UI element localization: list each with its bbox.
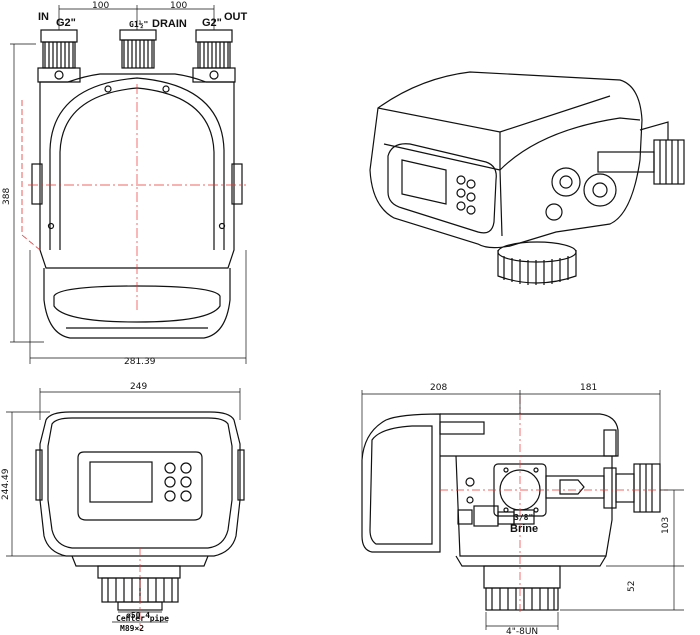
- drain-fitting: [119, 29, 157, 69]
- outlet-fitting: [192, 29, 236, 83]
- front-height-dim: [6, 411, 70, 557]
- label-side-thread: 4"-8UN: [506, 627, 538, 635]
- top-spacing-dims: [58, 5, 215, 22]
- label-drain-size: G1½": [129, 19, 148, 29]
- iso-display-bezel: [387, 143, 497, 234]
- side-threaded-base: [485, 587, 559, 611]
- dim-100-left: 100: [92, 1, 109, 11]
- isometric-view: [369, 71, 685, 285]
- iso-body-outline: [369, 71, 643, 249]
- dim-244: 244.49: [1, 468, 11, 500]
- label-front-thread: M89×2: [120, 624, 144, 633]
- dim-103: 103: [661, 517, 671, 534]
- label-in-size: G2": [56, 17, 76, 29]
- dim-208: 208: [430, 383, 447, 393]
- valve-body-outline: [39, 73, 235, 269]
- width-dim-281: [29, 250, 247, 364]
- top-view: [10, 5, 247, 364]
- label-out: OUT: [224, 11, 248, 23]
- side-view: [361, 390, 684, 630]
- dim-181: 181: [580, 383, 597, 393]
- front-view: [6, 388, 245, 630]
- iso-threaded-base: [497, 241, 577, 285]
- front-display-bezel: [77, 451, 203, 521]
- side-height-dims: [560, 489, 684, 611]
- iso-piping: [545, 121, 685, 221]
- front-width-dim: [39, 388, 241, 420]
- label-brine-size: 3/8": [514, 513, 533, 522]
- dim-100-right: 100: [170, 1, 187, 11]
- dim-388: 388: [2, 188, 12, 205]
- side-outlet-thread: [633, 463, 661, 513]
- side-width-dims: [361, 390, 661, 470]
- front-body-outline: [39, 411, 241, 557]
- side-top-cover: [440, 413, 619, 457]
- height-dim-388: [10, 43, 44, 343]
- iso-display-screen: [401, 159, 447, 205]
- side-housing: [361, 413, 441, 553]
- center-pipe-callout: [112, 611, 168, 623]
- dim-249: 249: [130, 382, 147, 392]
- label-drain: DRAIN: [152, 18, 187, 30]
- dim-52: 52: [627, 581, 637, 592]
- top-cover: [49, 77, 225, 250]
- label-out-size: G2": [202, 17, 222, 29]
- front-display-screen: [89, 461, 153, 503]
- dim-281: 281.39: [124, 357, 156, 367]
- display-housing: [43, 268, 231, 339]
- hidden-outline: [21, 100, 41, 251]
- label-center-pipe-dia: ø50.4: [126, 611, 150, 620]
- label-in: IN: [38, 11, 49, 23]
- label-center-pipe: Center pipe: [116, 613, 169, 623]
- label-brine: Brine: [510, 523, 538, 535]
- inlet-fitting: [37, 29, 81, 83]
